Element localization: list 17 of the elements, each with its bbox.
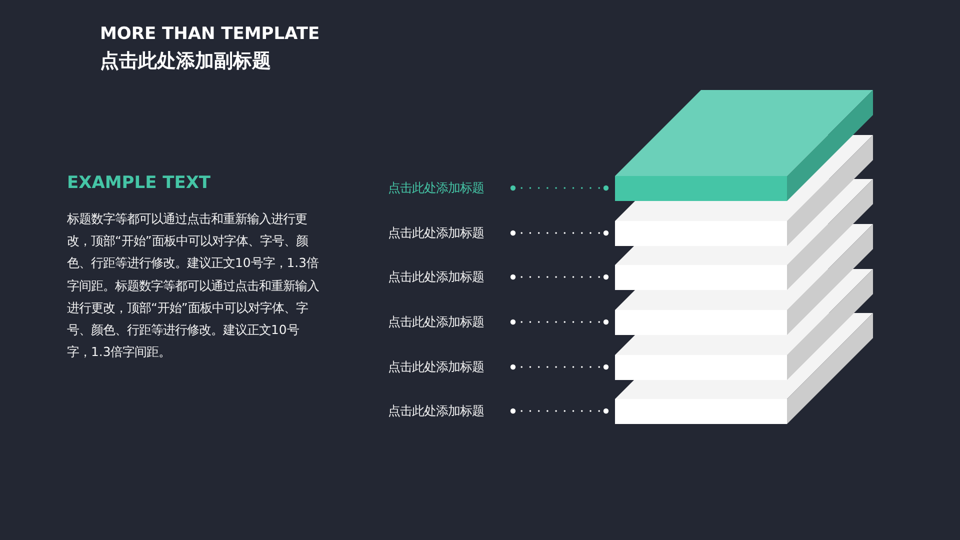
slide-title: MORE THAN TEMPLATE: [100, 23, 320, 45]
item-label: 点击此处添加标题: [388, 223, 510, 243]
item-label: 点击此处添加标题: [388, 178, 510, 198]
body-paragraph: 标题数字等都可以通过点击和重新输入进行更改，顶部“开始”面板中可以对字体、字号、颜色、行距等进行修改。建议正文10号字，1.3倍字间距。标题数字等都可以通过点击和重新输入进行更改，顶部“开始”面板中可以对字体、字号、颜色、行距等进行修改。建议正文10号字，1.3倍字间距。: [67, 210, 319, 362]
slab-box: [615, 90, 873, 201]
item-label: 点击此处添加标题: [388, 401, 510, 421]
section-heading: EXAMPLE TEXT: [67, 172, 211, 194]
item-label: 点击此处添加标题: [388, 267, 510, 287]
leader-line: [510, 319, 609, 325]
item-label: 点击此处添加标题: [388, 312, 510, 332]
leader-line: [510, 408, 609, 414]
leader-line: [510, 185, 609, 191]
leader-line: [510, 230, 609, 236]
item-label: 点击此处添加标题: [388, 357, 510, 377]
subtitle: 点击此处添加副标题: [100, 49, 271, 74]
leader-line: [510, 364, 609, 370]
leader-line: [510, 274, 609, 280]
